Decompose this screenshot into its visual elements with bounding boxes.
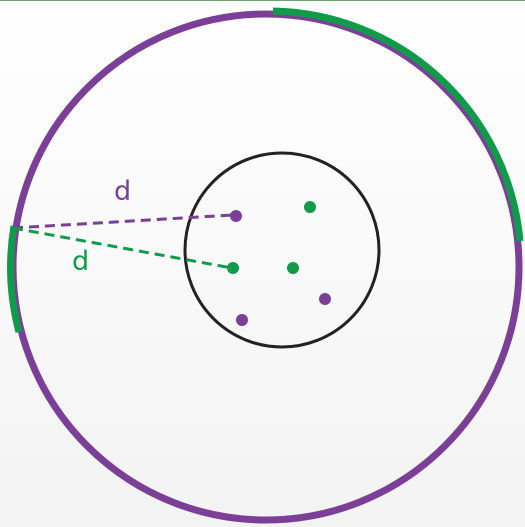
green-point-top [304,201,316,213]
green-point-endpoint [227,262,239,274]
top-border-line [0,0,525,1]
outer-ring-green-arc-top-right [272,7,524,242]
green-distance-label: d [72,246,89,277]
purple-distance-line [12,213,234,230]
outer-ring-green-arc-left [7,225,23,333]
purple-distance-label: d [114,176,131,207]
outer-ring [7,7,524,524]
inner-circle [183,151,381,349]
purple-point-bottom [236,314,248,326]
green-distance-line [12,226,233,270]
purple-point-endpoint [230,210,242,222]
green-point-center [287,262,299,274]
purple-point-right [319,293,331,305]
